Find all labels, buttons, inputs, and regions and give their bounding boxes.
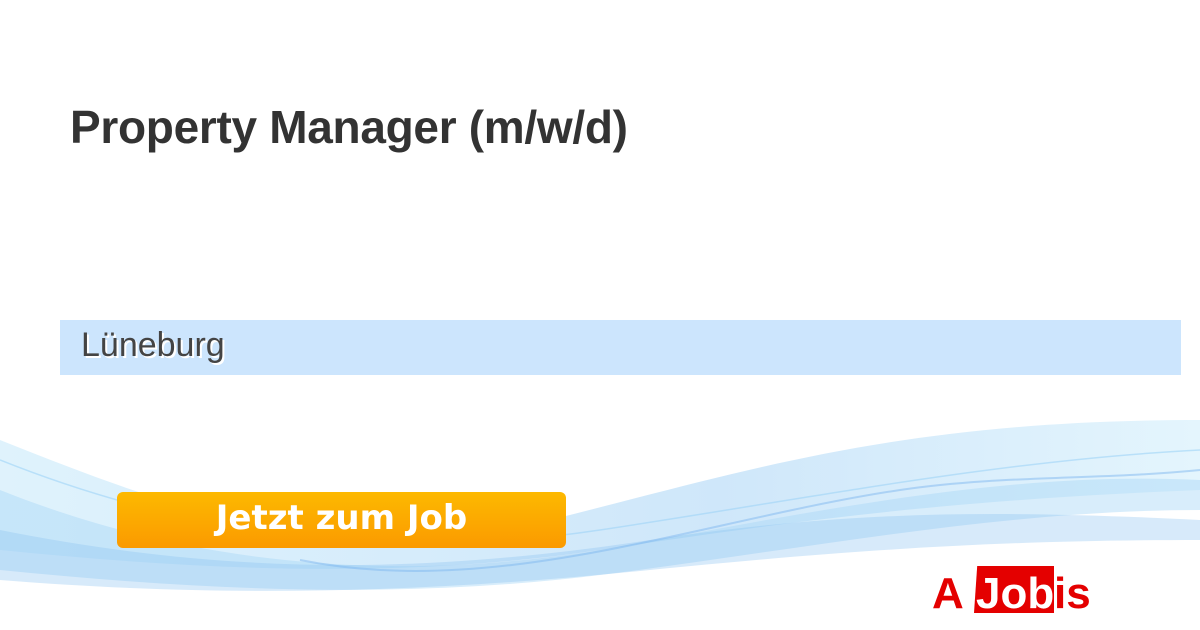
ajobis-logo[interactable]: A Job is	[930, 566, 1095, 618]
job-title: Property Manager (m/w/d)	[70, 101, 628, 153]
logo-job-text: Job	[976, 569, 1055, 618]
job-location: Lüneburg	[81, 326, 225, 364]
location-bar: Lüneburg	[60, 320, 1181, 375]
logo-red-block	[974, 566, 1054, 613]
logo-is-text: is	[1054, 569, 1091, 618]
logo-letter-a: A	[932, 569, 964, 618]
apply-job-button[interactable]: Jetzt zum Job	[117, 492, 566, 548]
